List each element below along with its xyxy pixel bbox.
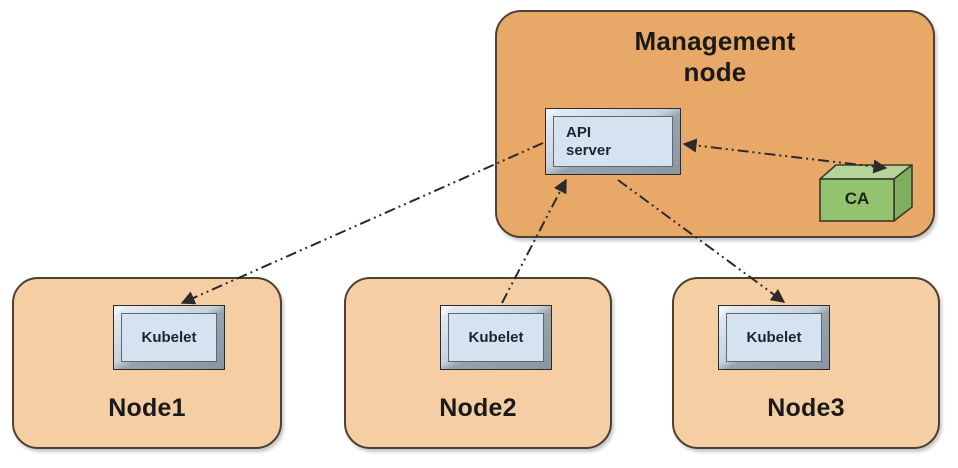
kubelet2-face: Kubelet	[448, 313, 544, 362]
kubelet1-label: Kubelet	[141, 328, 197, 346]
api-server-box: API server	[545, 108, 681, 175]
kubelet3-label: Kubelet	[746, 328, 802, 346]
node2-label: Node2	[439, 394, 517, 422]
kubelet2-box: Kubelet	[440, 305, 552, 370]
ca-label: CA	[844, 189, 870, 208]
kubelet1-face: Kubelet	[121, 313, 217, 362]
kubelet3-box: Kubelet	[718, 305, 830, 370]
api-server-face: API server	[553, 116, 673, 167]
api-server-label: API server	[566, 124, 612, 159]
management-node-label: Management node	[634, 26, 796, 87]
node1-label: Node1	[108, 394, 186, 422]
kubelet1-box: Kubelet	[113, 305, 225, 370]
ca-box: CA	[819, 164, 913, 223]
node3-label: Node3	[767, 394, 845, 422]
kubelet2-label: Kubelet	[468, 328, 524, 346]
kubelet3-face: Kubelet	[726, 313, 822, 362]
